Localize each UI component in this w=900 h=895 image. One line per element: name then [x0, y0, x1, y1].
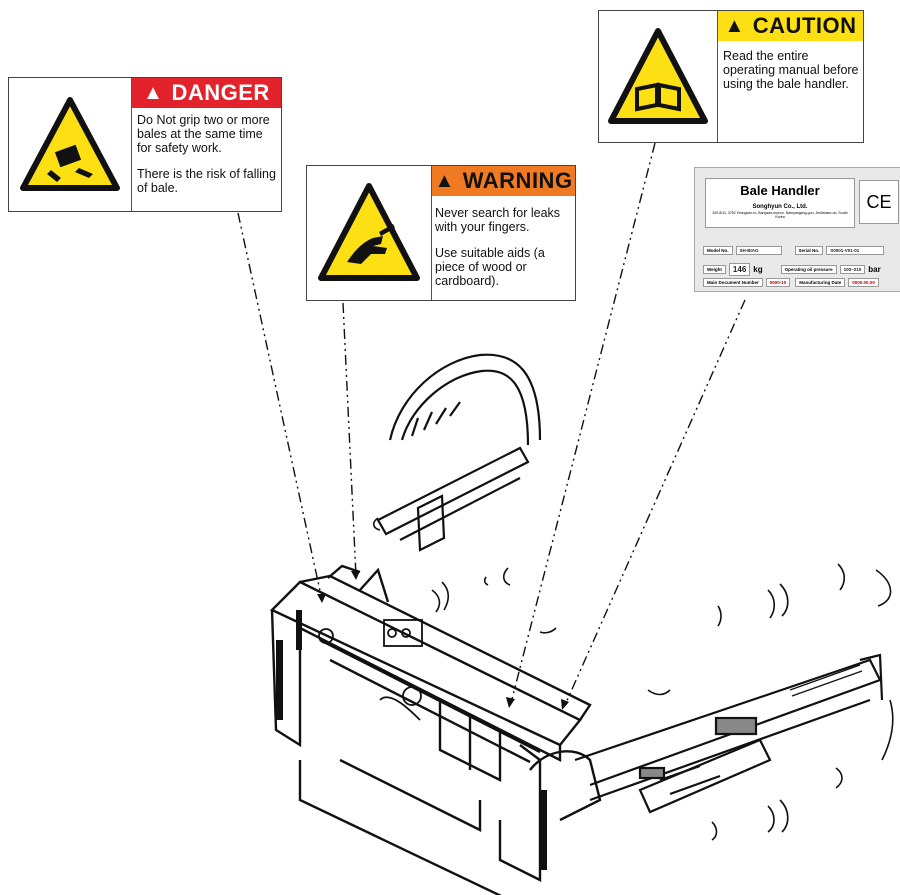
- warning-leader: [342, 302, 357, 577]
- danger-line-2: There is the risk of falling of bale.: [137, 167, 276, 195]
- caution-text: Read the entire operating manual before …: [723, 49, 859, 103]
- alert-triangle-icon: ▲: [143, 81, 164, 104]
- nameplate-title: Bale Handler: [740, 183, 820, 198]
- warning-line-1: Never search for leaks with your fingers…: [435, 206, 561, 234]
- ce-mark: CE: [859, 180, 899, 224]
- warning-text: Never search for leaks with your fingers…: [435, 206, 571, 300]
- nameplate-row-doc: Main Document Number 0000-10 Manufacturi…: [703, 278, 882, 287]
- caution-leader: [510, 142, 656, 704]
- motion-arcs: [372, 517, 894, 841]
- danger-pictogram: [9, 78, 132, 211]
- danger-heading: DANGER: [171, 80, 270, 105]
- danger-leader: [237, 212, 323, 601]
- warning-label: ▲ WARNING Never search for leaks with you…: [306, 165, 576, 301]
- pressure-unit: bar: [868, 265, 881, 274]
- weight-unit: kg: [753, 265, 763, 274]
- falling-bale-icon: [47, 144, 93, 182]
- doc-value: 0000-10: [765, 278, 791, 287]
- warning-pictogram: [307, 166, 432, 300]
- date-label: Manufacturing Date: [795, 278, 846, 287]
- read-manual-icon: [635, 82, 681, 112]
- date-value: 0000.00.00: [848, 278, 879, 287]
- pressure-value: 100~210: [839, 265, 866, 274]
- danger-label: ▲ DANGER Do Not grip two or more bales at…: [8, 77, 282, 212]
- valve-block: [318, 619, 423, 721]
- warning-header: ▲ WARNING: [432, 166, 575, 196]
- nameplate-company: Songhyun Co., Ltd.: [752, 204, 808, 210]
- caution-line-1: Read the entire operating manual before …: [723, 49, 859, 91]
- caution-pictogram: [599, 11, 718, 142]
- main-frame: [269, 564, 602, 895]
- nameplate-row-weight: Weight 146 kg Operating oil pressure 100…: [703, 263, 881, 276]
- alert-triangle-icon: ▲: [434, 169, 455, 192]
- nameplate: Bale Handler Songhyun Co., Ltd. 320-8/11…: [694, 167, 900, 292]
- nameplate-leader: [564, 299, 746, 706]
- model-label: Model No.: [703, 246, 733, 255]
- caution-header: ▲ CAUTION: [718, 11, 863, 41]
- caution-label: ▲ CAUTION Read the entire operating manua…: [598, 10, 864, 143]
- caution-heading: CAUTION: [752, 13, 857, 38]
- doc-label: Main Document Number: [703, 278, 763, 287]
- warning-line-2: Use suitable aids (a piece of wood or ca…: [435, 246, 545, 288]
- weight-label: Weight: [703, 265, 726, 274]
- upper-arm: [376, 353, 542, 552]
- pressure-label: Operating oil pressure: [780, 265, 837, 274]
- weight-value: 146: [728, 263, 751, 276]
- model-value: SH-BIAG: [735, 246, 782, 255]
- alert-triangle-icon: ▲: [724, 14, 745, 37]
- serial-label: Serial No.: [794, 246, 824, 255]
- danger-header: ▲ DANGER: [132, 78, 281, 108]
- nameplate-title-box: Bale Handler Songhyun Co., Ltd. 320-8/11…: [705, 178, 855, 228]
- serial-value: S0001-V01-01: [826, 246, 885, 255]
- nameplate-row-model: Model No. SH-BIAG Serial No. S0001-V01-0…: [703, 246, 887, 255]
- side-arm: [574, 653, 884, 814]
- warning-heading: WARNING: [462, 168, 573, 193]
- nameplate-address: 320-8/11, 3782 Yeongsan-ro, Bangsan-myeo…: [712, 211, 848, 219]
- danger-text: Do Not grip two or more bales at the sam…: [137, 113, 277, 207]
- danger-line-1: Do Not grip two or more bales at the sam…: [137, 113, 270, 155]
- hand-injection-icon: [347, 224, 395, 264]
